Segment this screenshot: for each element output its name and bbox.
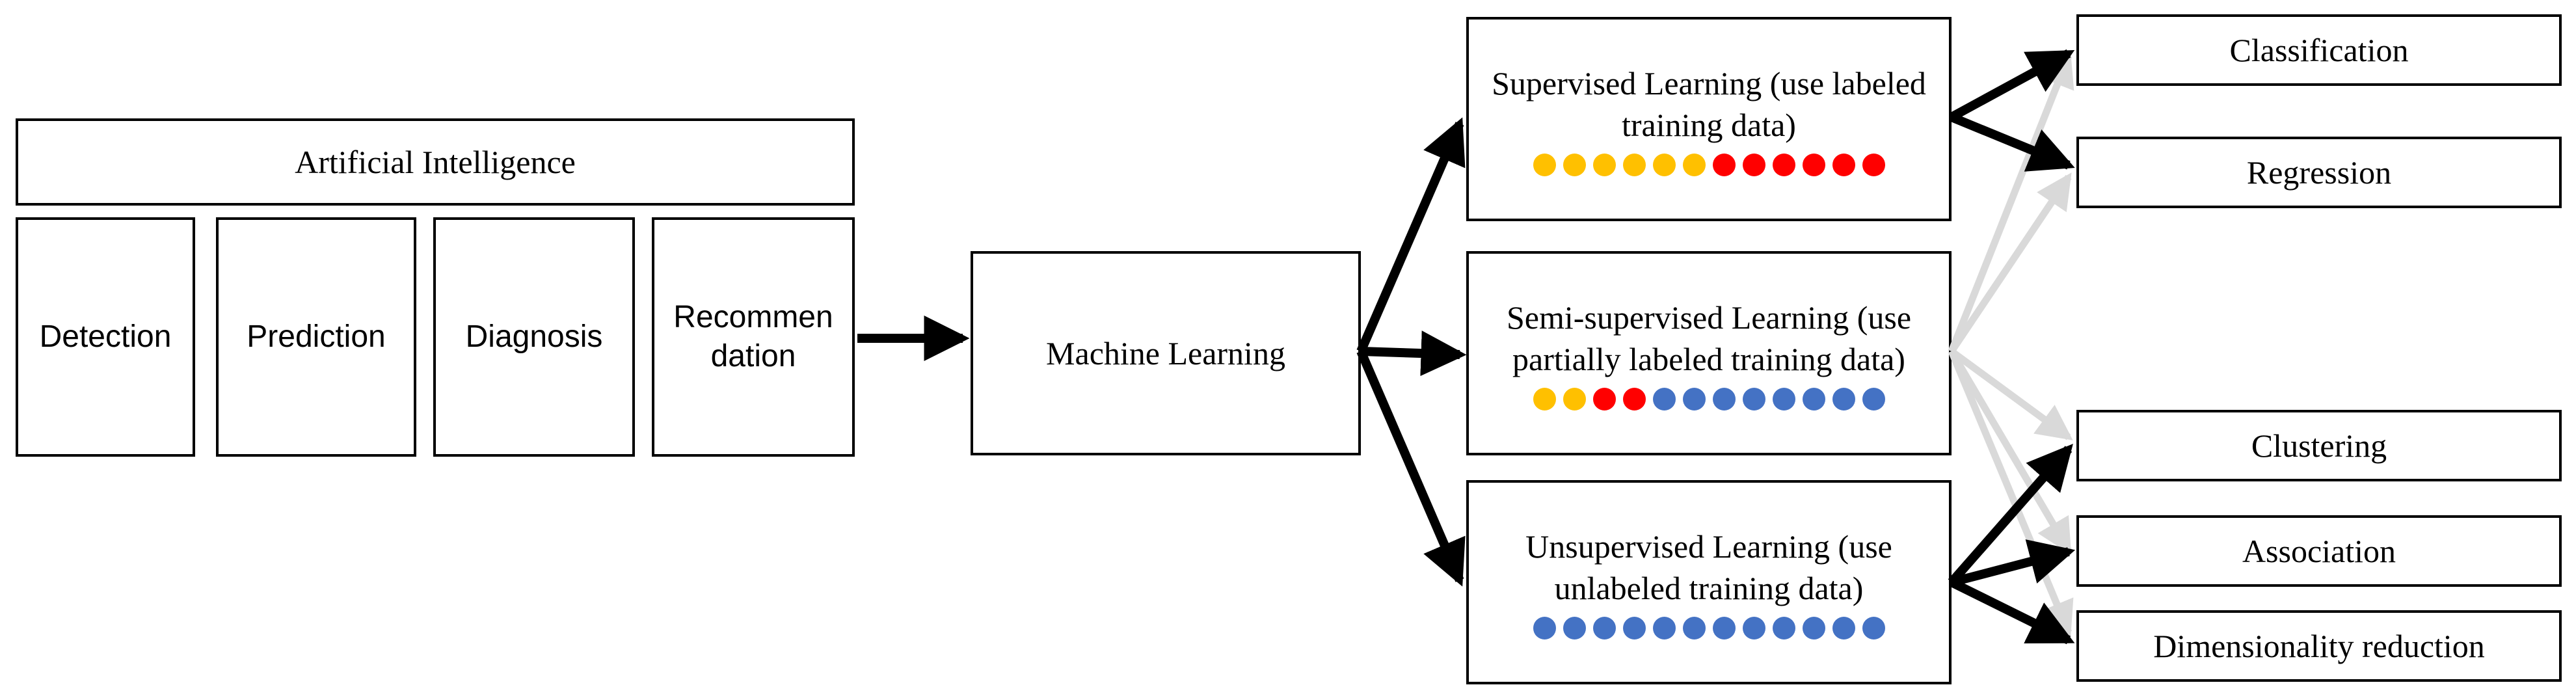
regression-label: Regression bbox=[2246, 154, 2392, 191]
red-dot bbox=[1742, 153, 1765, 176]
blue-dot bbox=[1772, 616, 1795, 639]
semi-to-association-arrow bbox=[1948, 349, 2072, 556]
prediction-box: Prediction bbox=[216, 217, 416, 457]
dimensionality-reduction-box: Dimensionality reduction bbox=[2076, 610, 2562, 682]
blue-dot bbox=[1592, 616, 1616, 639]
gold-dot bbox=[1682, 153, 1706, 176]
semi-to-dimensionality-arrow bbox=[1948, 349, 2074, 638]
classification-label: Classification bbox=[2229, 32, 2409, 68]
red-dot bbox=[1862, 153, 1885, 176]
blue-dot bbox=[1742, 616, 1765, 639]
clustering-label: Clustering bbox=[2251, 427, 2387, 464]
blue-dot bbox=[1802, 616, 1825, 639]
blue-dot bbox=[1832, 387, 1855, 411]
semi-supervised-learning-box: Semi-supervised Learning (use partially … bbox=[1466, 251, 1952, 455]
semi-to-regression-arrow bbox=[1948, 172, 2072, 354]
diagnosis-box: Diagnosis bbox=[433, 217, 635, 457]
unsupervised-to-association-arrow bbox=[1950, 539, 2076, 587]
supervised-to-classification-arrow bbox=[1949, 49, 2075, 122]
blue-dot bbox=[1622, 616, 1646, 639]
detection-box: Detection bbox=[16, 217, 195, 457]
unsupervised-dots bbox=[1533, 616, 1885, 639]
blue-dot bbox=[1862, 387, 1885, 411]
blue-dot bbox=[1682, 387, 1706, 411]
red-dot bbox=[1622, 387, 1646, 411]
blue-dot bbox=[1533, 616, 1556, 639]
unsupervised-learning-label: Unsupervised Learning (use unlabeled tra… bbox=[1525, 528, 1892, 606]
blue-dot bbox=[1652, 616, 1676, 639]
supervised-learning-label: Supervised Learning (use labeled trainin… bbox=[1492, 64, 1926, 143]
blue-dot bbox=[1832, 616, 1855, 639]
blue-dot bbox=[1802, 387, 1825, 411]
semi-supervised-learning-label: Semi-supervised Learning (use partially … bbox=[1506, 299, 1912, 377]
classification-box: Classification bbox=[2076, 14, 2562, 86]
gold-dot bbox=[1563, 153, 1586, 176]
blue-dot bbox=[1563, 616, 1586, 639]
regression-box: Regression bbox=[2076, 137, 2562, 208]
gold-dot bbox=[1533, 387, 1556, 411]
association-label: Association bbox=[2242, 533, 2396, 569]
blue-dot bbox=[1652, 387, 1676, 411]
association-box: Association bbox=[2076, 515, 2562, 587]
unsupervised-to-dimensionality-arrow bbox=[1949, 578, 2075, 645]
diagnosis-label: Diagnosis bbox=[465, 319, 603, 354]
dimensionality-reduction-label: Dimensionality reduction bbox=[2153, 628, 2485, 664]
gold-dot bbox=[1592, 153, 1616, 176]
machine-learning-box: Machine Learning bbox=[971, 251, 1361, 455]
ml-to-unsupervised-arrow bbox=[1356, 349, 1466, 587]
gold-dot bbox=[1622, 153, 1646, 176]
ml-to-semi-arrow bbox=[1360, 330, 1467, 377]
clustering-box: Clustering bbox=[2076, 410, 2562, 481]
blue-dot bbox=[1682, 616, 1706, 639]
semi-to-clustering-arrow bbox=[1949, 348, 2073, 440]
blue-dot bbox=[1742, 387, 1765, 411]
red-dot bbox=[1772, 153, 1795, 176]
red-dot bbox=[1832, 153, 1855, 176]
artificial-intelligence-label: Artificial Intelligence bbox=[295, 144, 576, 180]
supervised-to-regression-arrow bbox=[1950, 113, 2075, 172]
red-dot bbox=[1712, 153, 1736, 176]
unsupervised-to-clustering-arrow bbox=[1948, 444, 2073, 586]
gold-dot bbox=[1563, 387, 1586, 411]
recommendation-box: Recommendation bbox=[652, 217, 855, 457]
red-dot bbox=[1802, 153, 1825, 176]
blue-dot bbox=[1712, 616, 1736, 639]
unsupervised-learning-box: Unsupervised Learning (use unlabeled tra… bbox=[1466, 480, 1952, 684]
red-dot bbox=[1592, 387, 1616, 411]
blue-dot bbox=[1862, 616, 1885, 639]
gold-dot bbox=[1652, 153, 1676, 176]
supervised-dots bbox=[1533, 153, 1885, 176]
recommendation-label: Recommendation bbox=[673, 300, 833, 373]
semi-to-classification-arrow bbox=[1948, 51, 2074, 353]
machine-learning-label: Machine Learning bbox=[1046, 335, 1285, 371]
ml-to-supervised-arrow bbox=[1356, 117, 1466, 353]
semi-supervised-dots bbox=[1533, 387, 1885, 411]
blue-dot bbox=[1712, 387, 1736, 411]
blue-dot bbox=[1772, 387, 1795, 411]
detection-label: Detection bbox=[39, 319, 172, 354]
gold-dot bbox=[1533, 153, 1556, 176]
artificial-intelligence-box: Artificial Intelligence bbox=[16, 118, 855, 206]
prediction-label: Prediction bbox=[247, 319, 386, 354]
supervised-learning-box: Supervised Learning (use labeled trainin… bbox=[1466, 17, 1952, 221]
